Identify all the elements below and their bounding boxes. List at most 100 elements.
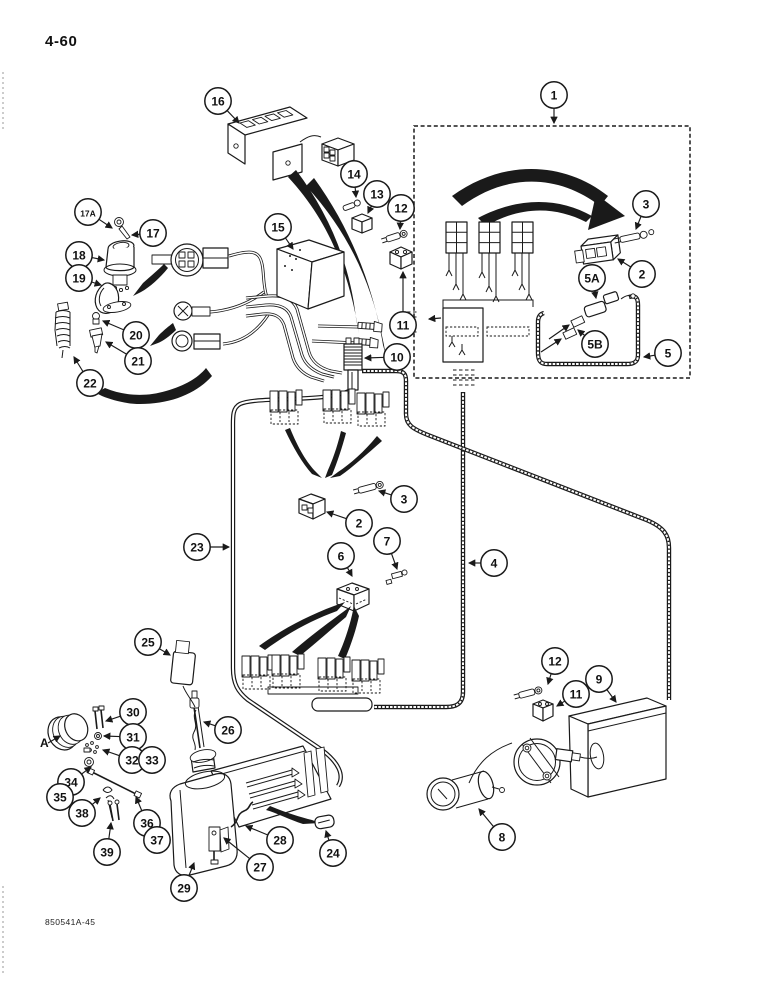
gauge (426, 770, 505, 811)
key-switch-group (94, 217, 137, 314)
battery-box (568, 697, 667, 798)
svg-text:28: 28 (273, 833, 287, 847)
callout-12: 12 (387, 194, 415, 231)
svg-text:26: 26 (221, 723, 235, 737)
main-harness-loop-23 (230, 388, 350, 788)
svg-text:23: 23 (190, 540, 204, 554)
repeated-glyphs (241, 221, 534, 694)
pins-39 (107, 799, 120, 822)
svg-text:3: 3 (643, 197, 650, 211)
callout-26: 26 (202, 716, 242, 744)
temperature-sender (89, 327, 104, 354)
swoosh-arrow (259, 602, 345, 650)
capillary-coil (54, 301, 71, 359)
svg-text:18: 18 (72, 248, 86, 262)
callout-30: 30 (104, 698, 147, 726)
svg-text:10: 10 (390, 350, 404, 364)
svg-text:12: 12 (548, 654, 562, 668)
callout-39: 39 (93, 821, 121, 866)
callout-balloons: 1235A5B5234678910111112121314151617A1718… (40, 81, 682, 902)
svg-text:25: 25 (141, 635, 155, 649)
connector-5a (583, 291, 620, 318)
plug-24 (314, 814, 335, 830)
swoosh-arrowhead (588, 194, 625, 230)
panel-slots (245, 767, 306, 810)
round-flanged-connector (171, 330, 221, 352)
callout-35: 35 (46, 783, 74, 811)
svg-text:8: 8 (499, 830, 506, 844)
svg-text:14: 14 (347, 167, 361, 181)
svg-text:39: 39 (100, 845, 114, 859)
callout-9: 9 (585, 665, 617, 703)
callout-18: 18 (65, 241, 106, 269)
callout-5: 5 (642, 339, 682, 367)
svg-text:5: 5 (665, 346, 672, 360)
svg-text:22: 22 (83, 376, 97, 390)
relay-block (442, 307, 484, 363)
svg-text:35: 35 (53, 790, 67, 804)
connector-6 (336, 582, 370, 612)
wire-eyelet (630, 293, 636, 299)
svg-text:6: 6 (338, 549, 345, 563)
callout-2: 2 (325, 509, 373, 537)
splice-terminal-14 (342, 199, 361, 211)
svg-text:38: 38 (75, 806, 89, 820)
bracket-wire (299, 135, 322, 143)
svg-text:36: 36 (140, 816, 154, 830)
svg-text:31: 31 (126, 730, 140, 744)
svg-text:30: 30 (126, 705, 140, 719)
edge-connector (311, 697, 373, 712)
svg-text:33: 33 (145, 753, 159, 767)
svg-text:5A: 5A (584, 271, 600, 285)
splice-terminal-3 (353, 480, 384, 495)
switch-cover (94, 282, 132, 314)
svg-text:29: 29 (177, 881, 191, 895)
svg-text:1: 1 (551, 88, 558, 102)
swoosh-arrow (133, 264, 168, 296)
terminal-5b (540, 315, 586, 353)
nut-34-35 (84, 757, 94, 767)
splice-terminal (613, 229, 655, 244)
callout-31: 31 (102, 723, 147, 751)
toggle-switch (170, 639, 196, 708)
swoosh-arrow (338, 606, 359, 659)
connector-2 (298, 493, 326, 520)
callout-1: 1 (540, 81, 568, 125)
svg-text:37: 37 (150, 833, 164, 847)
callout-6: 6 (327, 542, 355, 577)
round-plug-connector (151, 243, 229, 277)
swoosh-arrow (330, 436, 382, 478)
svg-text:4: 4 (491, 556, 498, 570)
gauge-leader-curve (468, 742, 513, 784)
panel-end-bar (315, 746, 329, 794)
callout-5B: 5B (577, 329, 609, 358)
swoosh-arrow (150, 323, 176, 346)
swoosh-arrow (285, 428, 322, 478)
callout-20: 20 (101, 320, 150, 349)
callout-2: 2 (617, 258, 656, 288)
sender-bulb (92, 312, 100, 325)
terminal-strip (445, 326, 479, 337)
svg-text:20: 20 (129, 328, 143, 342)
callout-12: 12 (541, 647, 569, 686)
splice-terminal-12b (513, 686, 543, 700)
sender-connector (554, 748, 581, 763)
svg-text:13: 13 (370, 187, 384, 201)
rocker-switch (574, 234, 621, 265)
bracket-connector (321, 137, 355, 167)
svg-text:7: 7 (384, 534, 391, 548)
callout-15: 15 (264, 213, 294, 250)
callout-8: 8 (478, 808, 516, 851)
panel-end-bar (303, 750, 316, 798)
callout-3: 3 (377, 485, 418, 513)
svg-text:11: 11 (397, 318, 410, 332)
page-number: 4-60 (45, 33, 78, 50)
swoosh-arrow (266, 806, 320, 824)
callout-33: 33 (138, 746, 166, 774)
pigtail-arrow (427, 314, 442, 323)
svg-text:2: 2 (639, 267, 646, 281)
svg-text:17A: 17A (80, 208, 96, 218)
callout-21: 21 (105, 341, 152, 375)
swoosh-arrow (292, 606, 351, 656)
